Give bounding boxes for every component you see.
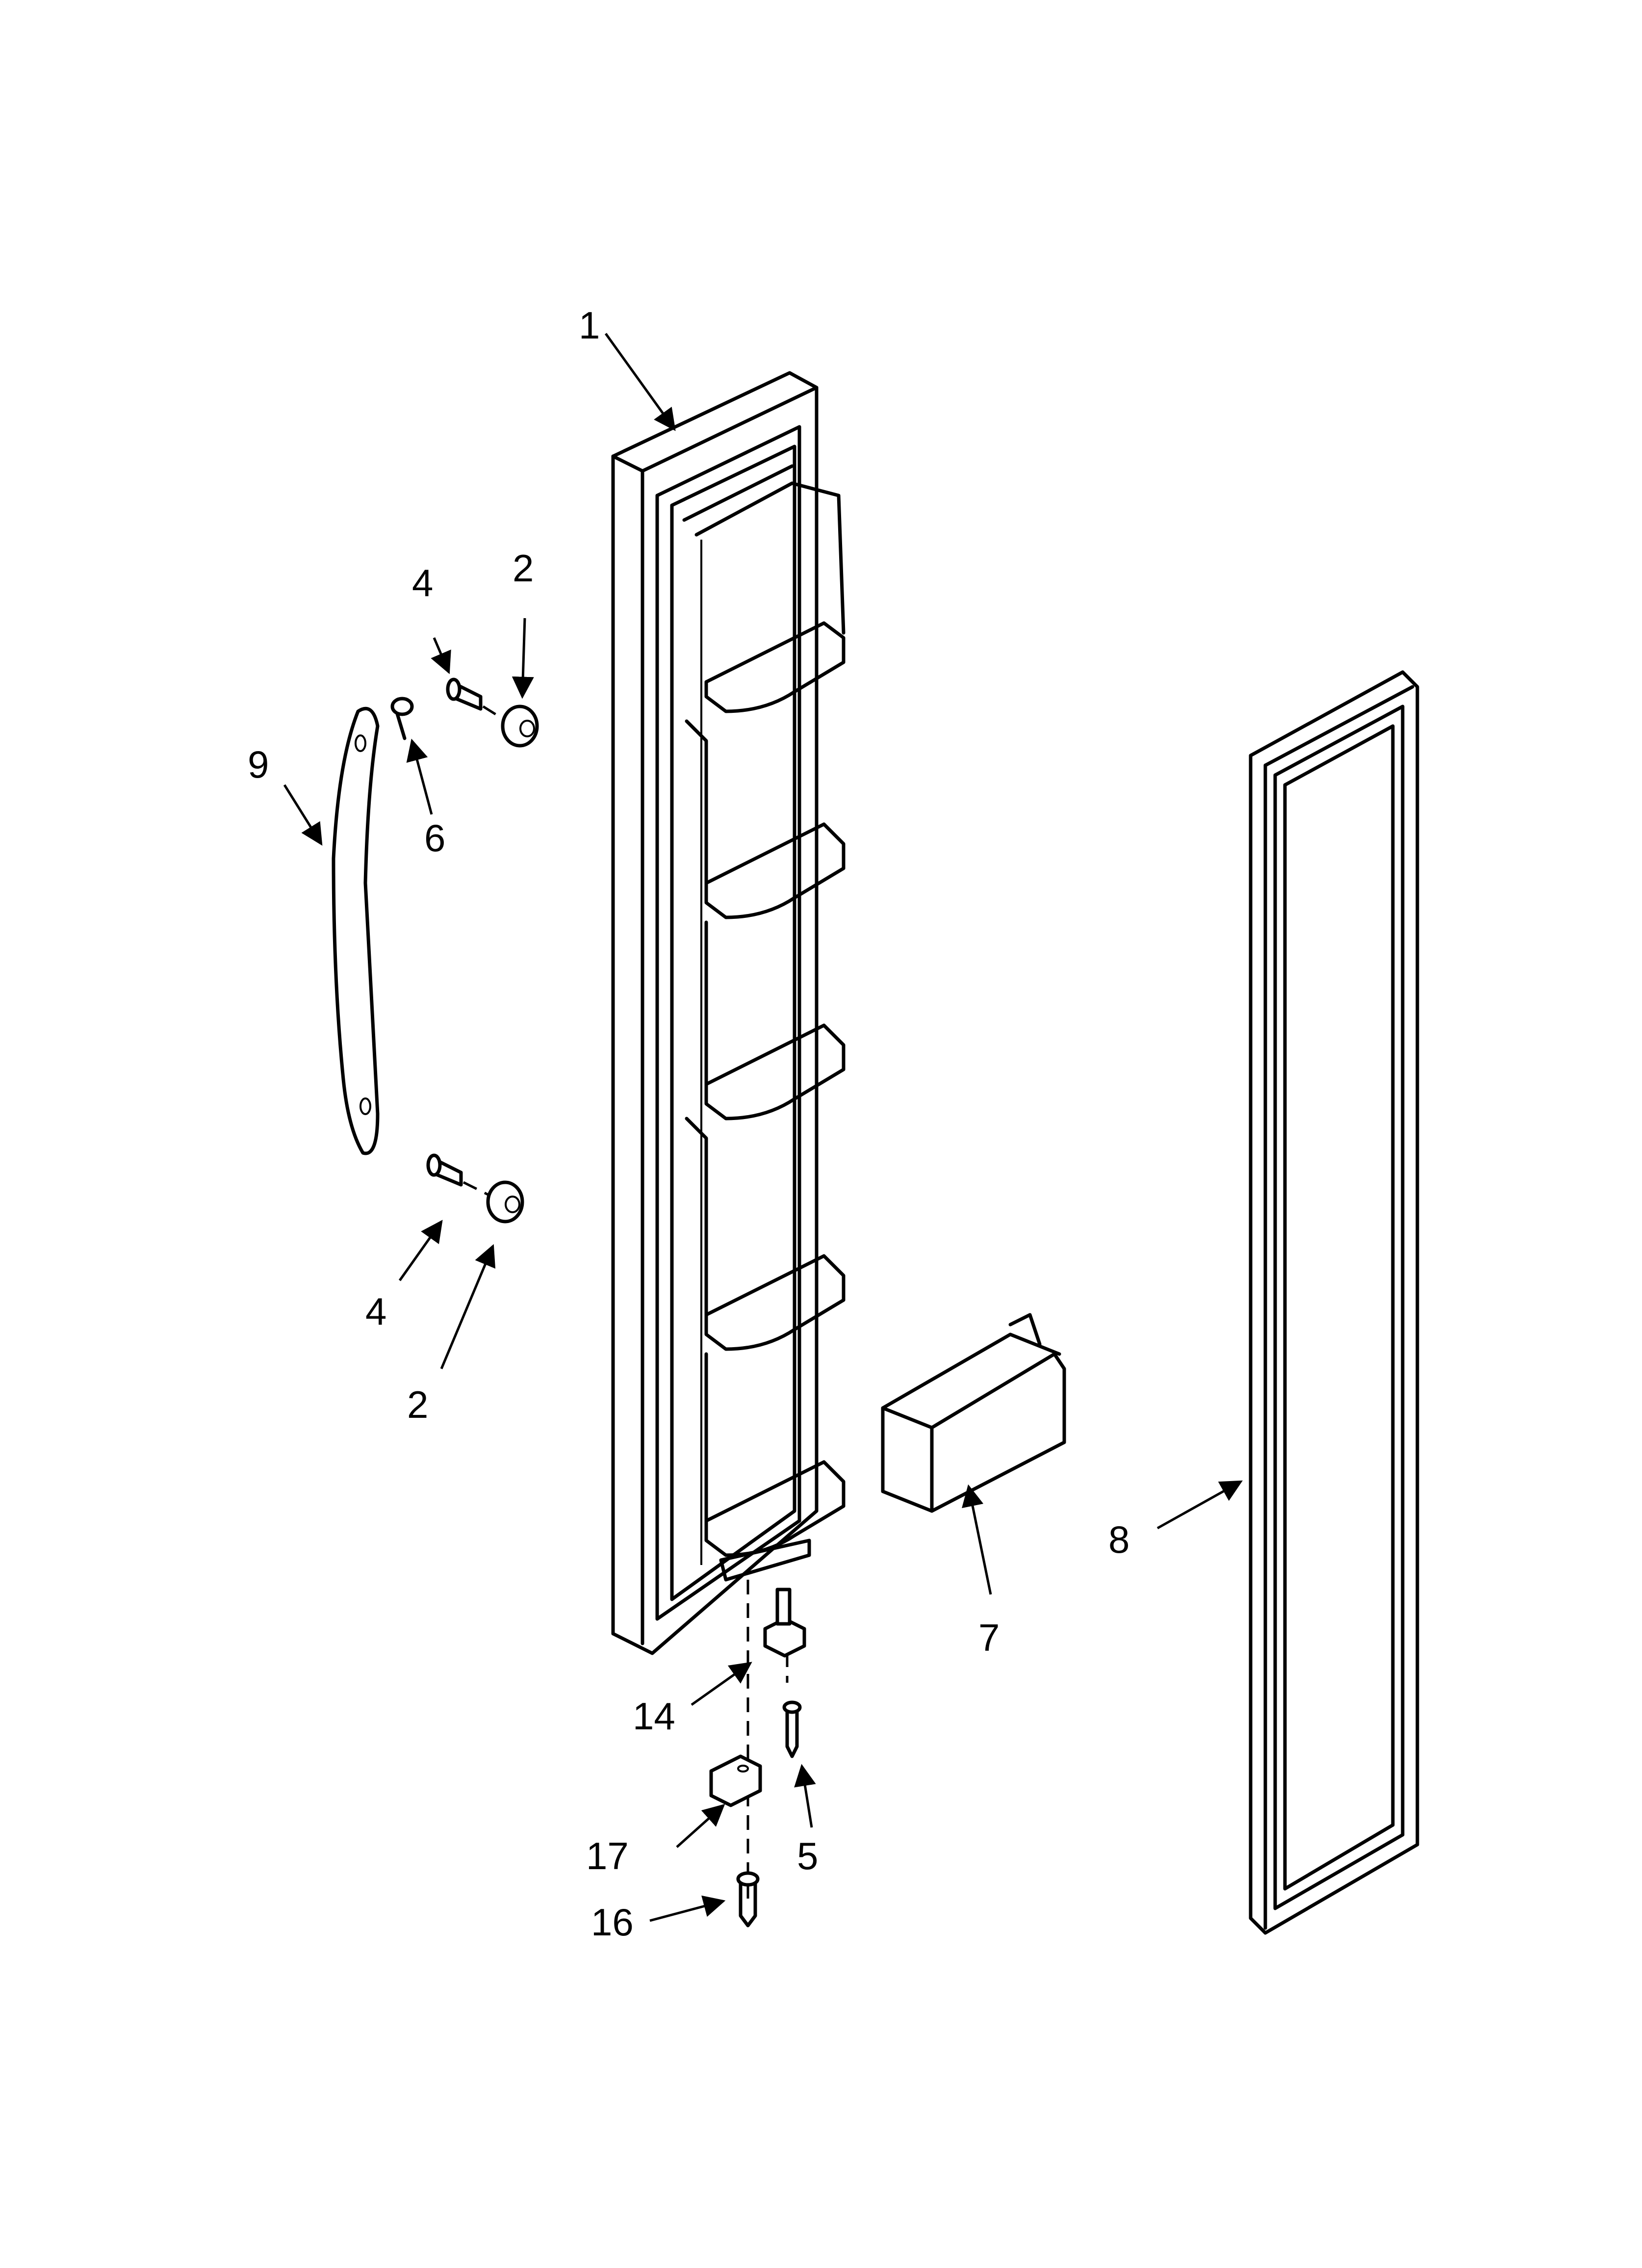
callout-17: 17 xyxy=(586,1834,629,1877)
callout-16: 16 xyxy=(591,1901,634,1944)
handle-screw-bottom xyxy=(426,1153,463,1187)
door-bin xyxy=(881,1313,1066,1513)
hinge-bracket xyxy=(709,1754,762,1807)
callout-9: 9 xyxy=(248,743,269,786)
callout-14: 14 xyxy=(633,1694,675,1738)
door-handle xyxy=(332,706,380,1155)
callout-2-top: 2 xyxy=(513,547,534,590)
handle-spacer-bottom xyxy=(486,1180,524,1224)
callout-1: 1 xyxy=(579,304,600,347)
door-gasket xyxy=(1249,670,1419,1935)
hinge-pin xyxy=(763,1588,806,1658)
callout-2-bottom: 2 xyxy=(407,1383,428,1426)
callout-4-top: 4 xyxy=(412,561,433,604)
handle-mounting-screw xyxy=(390,697,414,740)
leader-lines xyxy=(283,333,1243,1922)
door-shelf xyxy=(685,719,846,919)
door-shelf xyxy=(704,920,846,1121)
callout-5: 5 xyxy=(797,1834,818,1877)
handle-screw-top xyxy=(446,678,483,711)
door-shelf xyxy=(685,1117,846,1351)
freezer-door-assembly xyxy=(611,371,846,1655)
hinge-screw xyxy=(782,1700,802,1758)
callout-8: 8 xyxy=(1108,1518,1129,1561)
callout-4-bottom: 4 xyxy=(365,1290,386,1333)
handle-spacer-top xyxy=(501,704,539,748)
callout-7: 7 xyxy=(978,1616,1000,1659)
door-shelf xyxy=(704,621,846,713)
callout-6: 6 xyxy=(424,816,445,860)
bracket-screw xyxy=(736,1871,760,1928)
